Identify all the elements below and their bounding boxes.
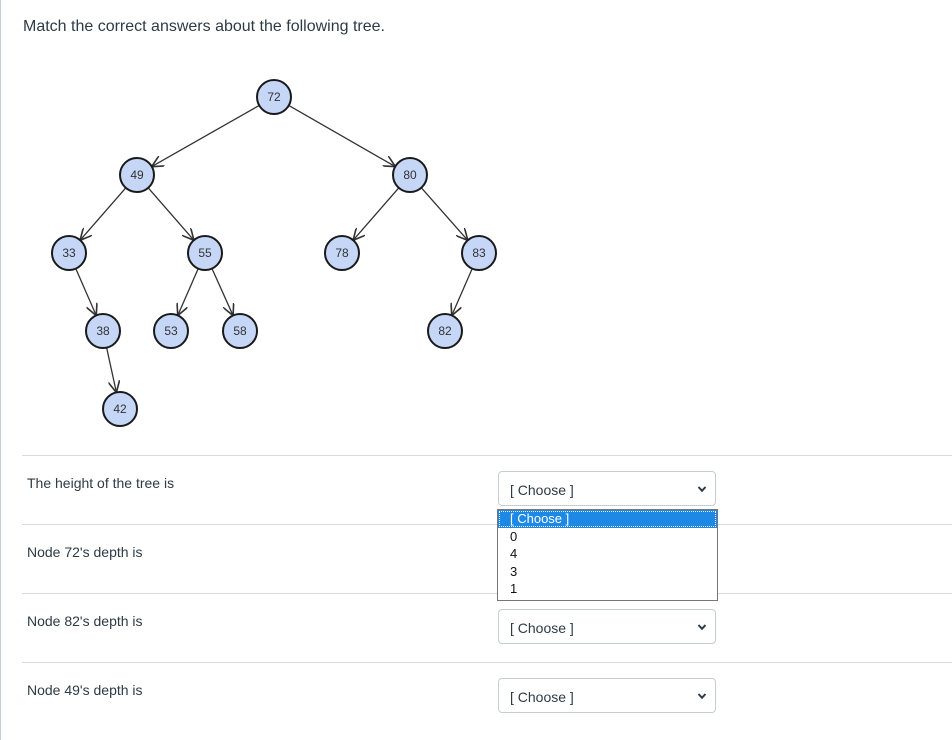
node72-depth-options-list[interactable]: [ Choose ] 0 4 3 1: [497, 509, 718, 601]
row-divider: [22, 662, 952, 663]
tree-node-49: 49: [119, 157, 155, 193]
option-choose[interactable]: [ Choose ]: [498, 510, 717, 528]
tree-edge-38-42: [105, 347, 117, 392]
tree-node-78: 78: [324, 235, 360, 271]
chevron-down-icon: [697, 486, 707, 493]
node82-select-value: [ Choose ]: [510, 620, 574, 636]
tree-edge-33-38: [75, 268, 96, 315]
question-text: Match the correct answers about the foll…: [23, 18, 385, 35]
tree-node-80: 80: [392, 157, 428, 193]
node49-select-value: [ Choose ]: [510, 689, 574, 705]
tree-node-label: 49: [130, 168, 144, 182]
tree-node-58: 58: [222, 313, 258, 349]
row-divider: [22, 524, 952, 525]
row-label-node82: Node 82's depth is: [27, 613, 143, 629]
tree-node-label: 83: [472, 246, 486, 260]
tree-node-42: 42: [102, 391, 138, 427]
option-4[interactable]: 4: [510, 546, 518, 561]
tree-edge-83-82: [452, 268, 473, 315]
tree-edge-49-55: [147, 187, 193, 240]
tree-edge-49-33: [81, 187, 127, 240]
row-label-node49: Node 49's depth is: [27, 682, 143, 698]
tree-node-label: 72: [267, 90, 281, 104]
tree-node-38: 38: [85, 313, 121, 349]
row-label-height: The height of the tree is: [27, 475, 175, 491]
tree-node-label: 80: [403, 168, 417, 182]
tree-node-label: 82: [438, 324, 452, 338]
tree-node-53: 53: [153, 313, 189, 349]
node82-depth-select[interactable]: [ Choose ]: [498, 609, 716, 644]
tree-node-label: 42: [113, 402, 127, 416]
tree-edge-72-49: [153, 104, 260, 166]
tree-node-72: 72: [256, 79, 292, 115]
tree-node-label: 78: [335, 246, 349, 260]
tree-node-33: 33: [51, 235, 87, 271]
height-select[interactable]: [ Choose ]: [498, 471, 716, 506]
row-divider: [22, 593, 952, 594]
content-frame-border: [0, 0, 1, 740]
option-1[interactable]: 1: [510, 581, 518, 596]
tree-node-82: 82: [427, 313, 463, 349]
height-select-value: [ Choose ]: [510, 482, 574, 498]
tree-node-label: 53: [164, 324, 178, 338]
row-divider: [22, 455, 952, 456]
tree-edge-80-83: [420, 187, 467, 240]
option-3[interactable]: 3: [510, 563, 518, 579]
tree-node-83: 83: [461, 235, 497, 271]
tree-edge-55-53: [178, 268, 199, 315]
option-0[interactable]: 0: [510, 528, 518, 544]
chevron-down-icon: [697, 693, 707, 700]
tree-node-label: 55: [198, 246, 212, 260]
tree-node-label: 33: [62, 246, 76, 260]
row-label-node72: Node 72's depth is: [27, 544, 143, 560]
tree-node-label: 58: [233, 324, 247, 338]
tree-edge-72-80: [288, 104, 395, 166]
tree-edge-55-58: [211, 268, 233, 315]
tree-node-label: 38: [96, 324, 110, 338]
tree-diagram: 72 49 80 33 55 78 83 38 53 58 82 42: [51, 79, 497, 427]
tree-edge-80-78: [354, 187, 400, 240]
tree-node-55: 55: [187, 235, 223, 271]
node49-depth-select[interactable]: [ Choose ]: [498, 678, 716, 713]
chevron-down-icon: [697, 624, 707, 631]
